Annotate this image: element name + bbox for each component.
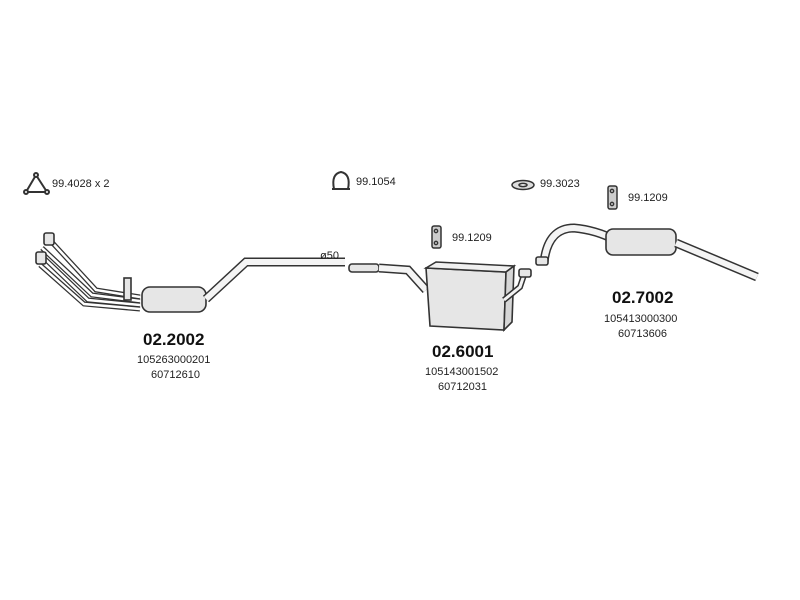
part-ref-rear-1: 105413000300: [604, 313, 678, 325]
clamp-code: 99.1054: [356, 176, 396, 188]
clamp-icon: [332, 170, 350, 190]
part-ref-rear-2: 60713606: [618, 328, 667, 340]
triangle-gasket-icon: [23, 172, 50, 195]
part-code-rear: 02.7002: [612, 288, 674, 307]
part-code-middle: 02.6001: [432, 342, 494, 361]
ring-gasket-icon: [511, 179, 535, 191]
part-ref-front-1: 105263000201: [137, 354, 211, 366]
part-ref-middle-2: 60712031: [438, 381, 487, 393]
pipe-diameter-label: ø50: [320, 250, 339, 262]
rubber-hanger-icon: [431, 225, 442, 249]
middle-pipe-silencer: [348, 261, 532, 333]
front-pipe-silencer: [35, 232, 345, 313]
rubber-hanger-icon: [607, 185, 618, 210]
part-ref-front-2: 60712610: [151, 369, 200, 381]
triangle-gasket-code: 99.4028 x 2: [52, 178, 110, 190]
hanger-code-rear: 99.1209: [628, 192, 668, 204]
ring-gasket-code: 99.3023: [540, 178, 580, 190]
rear-pipe-silencer: [535, 223, 759, 282]
hanger-code-middle: 99.1209: [452, 232, 492, 244]
part-ref-middle-1: 105143001502: [425, 366, 499, 378]
part-code-front: 02.2002: [143, 330, 205, 349]
